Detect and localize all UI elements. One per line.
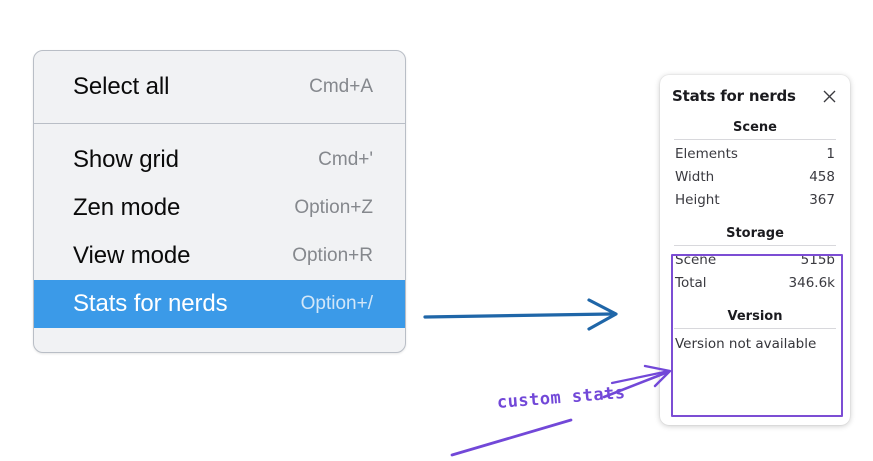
stat-value: 346.6k: [788, 274, 835, 291]
stat-key: Scene: [675, 251, 717, 268]
menu-item-label: Stats for nerds: [73, 290, 228, 317]
menu-item-zen-mode[interactable]: Zen mode Option+Z: [34, 184, 405, 232]
section-title-scene: Scene: [733, 120, 777, 135]
stats-panel-title: Stats for nerds: [672, 87, 796, 105]
stat-row-height: Height 367: [672, 188, 838, 211]
menu-top-padding: [34, 51, 405, 63]
callout-underline-purple: [450, 418, 573, 457]
menu-item-show-grid[interactable]: Show grid Cmd+': [34, 136, 405, 184]
stat-value: 367: [809, 191, 835, 208]
stats-panel-content: Stats for nerds Scene Elements 1 Width 4…: [660, 75, 850, 355]
section-rule: [674, 245, 836, 246]
menu-item-label: Show grid: [73, 146, 179, 173]
menu-item-shortcut: Option+Z: [294, 197, 373, 218]
stat-row-width: Width 458: [672, 165, 838, 188]
stat-key: Total: [675, 274, 707, 291]
menu-group-1: Select all Cmd+A: [34, 51, 405, 123]
stats-for-nerds-panel: Stats for nerds Scene Elements 1 Width 4…: [660, 75, 850, 425]
stat-row-elements: Elements 1: [672, 142, 838, 165]
menu-item-shortcut: Option+R: [292, 245, 373, 266]
stat-value: 458: [809, 168, 835, 185]
close-icon[interactable]: [820, 87, 838, 105]
section-rule: [674, 328, 836, 329]
flow-arrow-blue: [423, 298, 618, 331]
stats-panel-header: Stats for nerds: [672, 87, 838, 105]
menu-group-2-bottom-padding: [34, 328, 405, 340]
stat-value: 1: [826, 145, 835, 162]
stat-key: Elements: [675, 145, 738, 162]
menu-separator: [34, 123, 405, 124]
menu-item-shortcut: Cmd+': [318, 149, 373, 170]
section-title-version: Version: [727, 309, 783, 324]
menu-group-2-top-padding: [34, 124, 405, 136]
menu-group-2: Show grid Cmd+' Zen mode Option+Z View m…: [34, 124, 405, 340]
menu-item-stats-for-nerds[interactable]: Stats for nerds Option+/: [34, 280, 405, 328]
menu-item-label: Zen mode: [73, 194, 181, 221]
stat-row-storage-total: Total 346.6k: [672, 271, 838, 294]
context-menu[interactable]: Select all Cmd+A Show grid Cmd+' Zen mod…: [33, 50, 406, 353]
stat-value: 515b: [800, 251, 835, 268]
menu-item-label: View mode: [73, 242, 191, 269]
menu-item-view-mode[interactable]: View mode Option+R: [34, 232, 405, 280]
section-title-storage: Storage: [726, 226, 784, 241]
menu-item-select-all[interactable]: Select all Cmd+A: [34, 63, 405, 111]
section-rule: [674, 139, 836, 140]
menu-item-shortcut: Option+/: [300, 293, 373, 314]
version-value: Version not available: [675, 336, 817, 352]
menu-group-1-bottom-padding: [34, 111, 405, 123]
handwritten-note: custom stats: [496, 382, 627, 413]
stat-row-storage-scene: Scene 515b: [672, 248, 838, 271]
menu-item-label: Select all: [73, 73, 170, 100]
stat-key: Height: [675, 191, 720, 208]
stat-key: Width: [675, 168, 715, 185]
menu-item-shortcut: Cmd+A: [309, 76, 373, 97]
